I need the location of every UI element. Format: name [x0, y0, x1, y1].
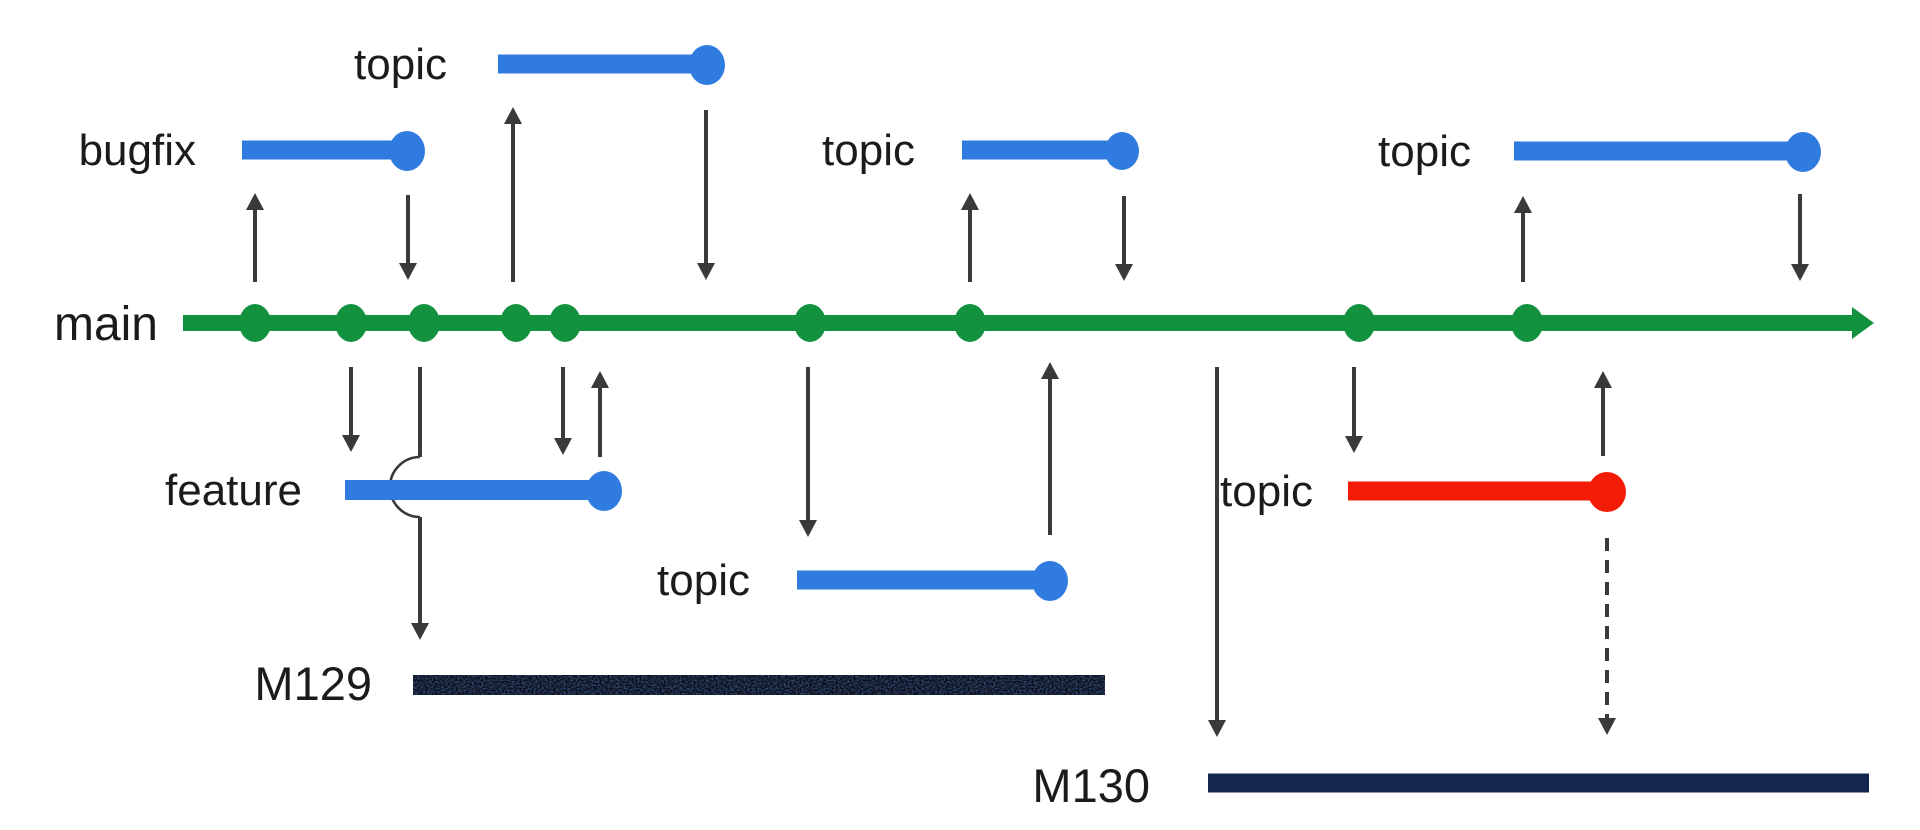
branch-bar [962, 140, 1122, 160]
branch-label-bugfix: bugfix [79, 126, 196, 175]
milestone-bar-texture [413, 675, 1105, 695]
branch-label-feature: feature [165, 466, 302, 515]
milestone-bars-layer [413, 675, 1869, 793]
arrow-up-head [1041, 362, 1059, 379]
arrow-down-head [1115, 264, 1133, 281]
dashed-arrow-down-head [1598, 718, 1616, 735]
branch-head-dot [689, 45, 725, 85]
arrow-up-head [591, 371, 609, 388]
arrow-down-head [554, 438, 572, 455]
milestone-label-m129: M129 [254, 657, 372, 710]
branch-head-dot [1785, 132, 1821, 172]
commit-dot [239, 304, 271, 342]
arrow-down-head [1345, 436, 1363, 453]
arrow-down-head [411, 623, 429, 640]
labels-layer: main topic bugfix topic topic feature to… [54, 40, 1471, 812]
milestone-label-m130: M130 [1032, 759, 1150, 812]
arrow-up-head [504, 107, 522, 124]
commit-dot [794, 304, 826, 342]
branch-bar [498, 54, 707, 74]
commit-dot [1511, 304, 1543, 342]
arrow-up-head [246, 193, 264, 210]
commit-dot [954, 304, 986, 342]
commit-dot [335, 304, 367, 342]
arrow-up-head [1594, 371, 1612, 388]
branch-label-topic-right: topic [1378, 127, 1471, 176]
commit-dot [549, 304, 581, 342]
arrow-down-head [1208, 720, 1226, 737]
arrow-up-head [961, 193, 979, 210]
arrow-down-head [697, 263, 715, 280]
arrow-down-head [1791, 264, 1809, 281]
arrow-down-head [799, 520, 817, 537]
arrow-down-head [342, 435, 360, 452]
commit-dot [500, 304, 532, 342]
branch-bar [1348, 481, 1607, 501]
branch-head-dot [586, 471, 622, 511]
main-branch-layer [183, 304, 1874, 342]
branch-label-topic-lower: topic [657, 556, 750, 605]
main-branch-arrowhead [1852, 307, 1874, 339]
branch-bar [1514, 141, 1803, 161]
branch-head-dot [389, 131, 425, 171]
arrow-down-head [399, 263, 417, 280]
commit-dot [1343, 304, 1375, 342]
main-branch-label: main [54, 298, 158, 351]
commit-dot [408, 304, 440, 342]
arrow-up-head [1514, 196, 1532, 213]
branch-head-dot [1105, 132, 1139, 170]
branch-label-topic-mid: topic [822, 126, 915, 175]
branch-bar [345, 480, 604, 500]
branch-head-dot [1032, 561, 1068, 601]
flow-arrows-layer [246, 107, 1809, 737]
branch-bars-layer [242, 45, 1821, 601]
branch-bar [797, 570, 1050, 590]
branch-label-topic-top: topic [354, 40, 447, 89]
milestone-bar [1208, 773, 1869, 793]
branch-head-dot [1588, 472, 1626, 512]
branch-label-topic-red: topic [1220, 467, 1313, 516]
branch-bar [242, 140, 407, 160]
